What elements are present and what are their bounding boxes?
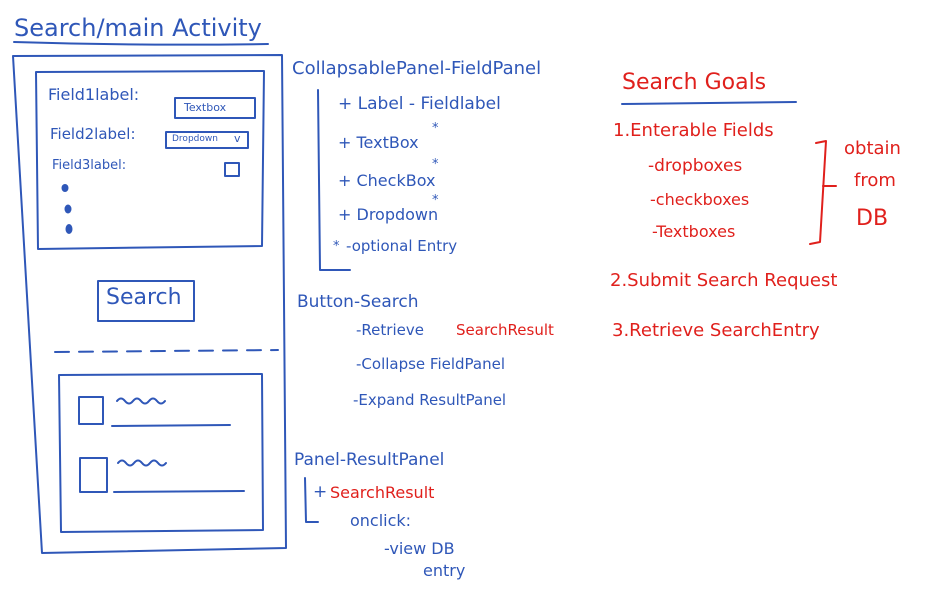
- goal-1-sub-dropboxes: -dropboxes: [648, 156, 743, 176]
- star-icon: *: [432, 193, 439, 208]
- view-db-note: -view DB: [384, 539, 455, 558]
- goal-1: 1.Enterable Fields: [613, 120, 774, 141]
- result-row-line-1: [111, 424, 231, 427]
- field-panel-item-dropdown: + Dropdown: [338, 205, 439, 224]
- phone-outline: [12, 54, 287, 554]
- field2-label: Field2label:: [50, 125, 136, 143]
- collapse-note: -Collapse FieldPanel: [356, 355, 506, 373]
- wireframe-title: Search/main Activity: [14, 14, 262, 42]
- dashed-divider: [54, 349, 279, 353]
- dropdown-value[interactable]: Dropdown: [172, 134, 218, 144]
- result-item: SearchResult: [330, 483, 435, 502]
- result-panel-bracket: [304, 477, 319, 523]
- chevron-down-icon[interactable]: v: [234, 132, 241, 145]
- optional-entry-note: -optional Entry: [346, 237, 458, 255]
- goal-2: 2.Submit Search Request: [610, 270, 838, 291]
- view-db-note-cont: entry: [423, 561, 466, 580]
- field3-label: Field3label:: [52, 158, 127, 173]
- bullet-dot-3: [65, 224, 73, 234]
- retrieve-target: SearchResult: [456, 321, 554, 339]
- goals-bracket: [809, 140, 827, 245]
- obtain-note-2: from: [854, 170, 896, 191]
- star-icon: *: [432, 157, 439, 172]
- obtain-note-1: obtain: [844, 138, 901, 159]
- onclick-label: onclick:: [350, 511, 412, 530]
- expand-note: -Expand ResultPanel: [353, 391, 507, 409]
- search-button-outline: [97, 280, 195, 322]
- search-button[interactable]: Search: [106, 285, 182, 310]
- bullet-dot-1: [61, 184, 69, 192]
- result-panel-box: [58, 373, 264, 533]
- result-row-thumb-1: [78, 396, 104, 425]
- goal-1-sub-textboxes: -Textboxes: [652, 222, 736, 241]
- result-item-prefix: +: [313, 482, 328, 502]
- field1-label: Field1label:: [48, 85, 140, 104]
- goal-1-sub-checkboxes: -checkboxes: [650, 190, 750, 209]
- result-row-thumb-2: [79, 457, 108, 493]
- checkbox-field: [224, 162, 240, 177]
- field-panel-item-label: + Label - Fieldlabel: [338, 94, 501, 114]
- result-row-squiggle-1: [116, 397, 166, 405]
- goal-3: 3.Retrieve SearchEntry: [612, 320, 820, 341]
- retrieve-note: -Retrieve: [356, 321, 424, 339]
- result-row-squiggle-2: [117, 459, 167, 467]
- result-row-line-2: [113, 490, 245, 493]
- result-panel-heading: Panel-ResultPanel: [294, 450, 445, 470]
- textbox-placeholder[interactable]: Textbox: [184, 101, 227, 114]
- button-search-heading: Button-Search: [297, 292, 419, 312]
- bullet-dot-2: [64, 204, 72, 214]
- field-panel-item-textbox: + TextBox: [338, 133, 419, 152]
- title-underline: [13, 41, 269, 46]
- goals-title: Search Goals: [622, 70, 767, 95]
- field-panel-bracket: [317, 89, 351, 271]
- obtain-note-3: DB: [856, 206, 889, 231]
- textbox-field: [174, 97, 256, 119]
- goals-title-underline: [621, 101, 797, 105]
- field-panel-heading: CollapsablePanel-FieldPanel: [292, 58, 542, 79]
- star-icon: *: [432, 121, 439, 136]
- field-panel-box: [35, 70, 265, 250]
- dropdown-field: [165, 131, 249, 149]
- star-icon: *: [333, 239, 340, 254]
- field-panel-item-checkbox: + CheckBox: [338, 171, 436, 190]
